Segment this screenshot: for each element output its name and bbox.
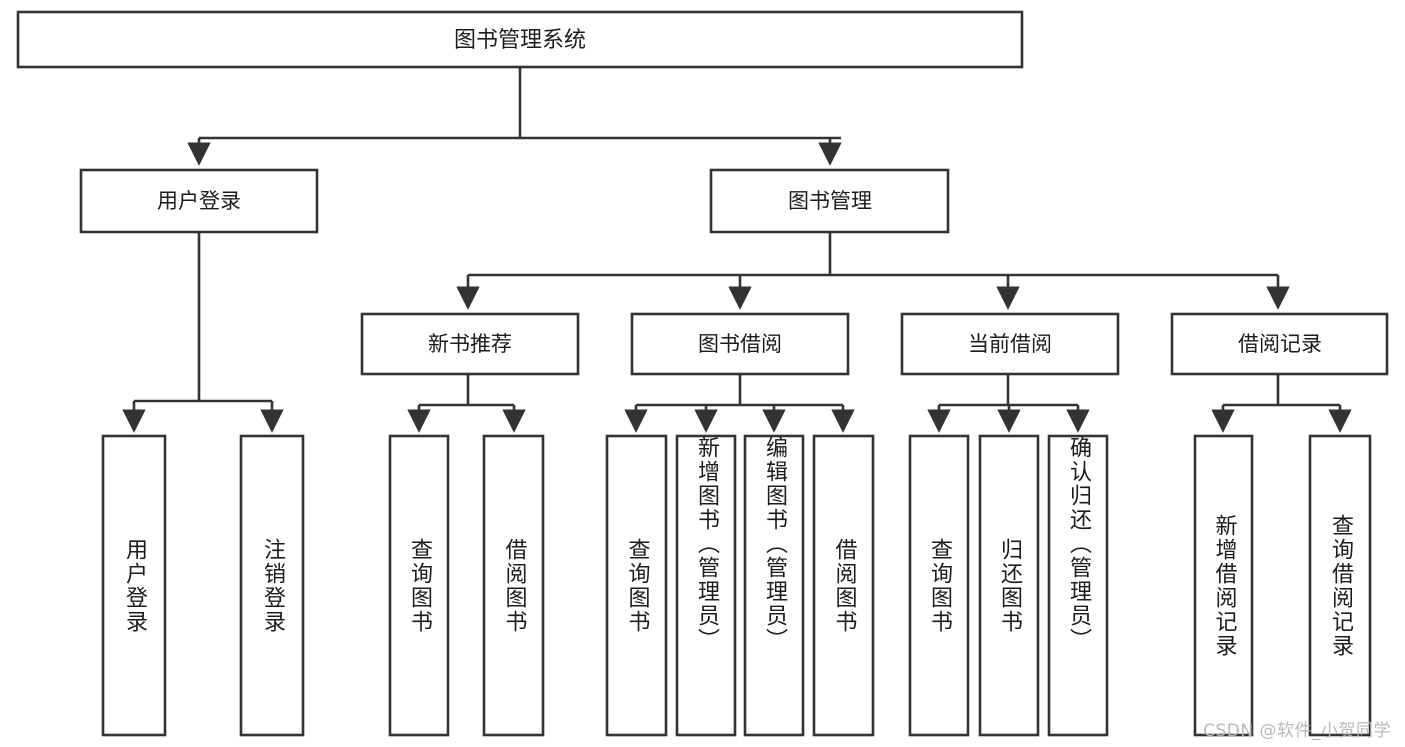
leaf-box-query-book-borrow[interactable] [605,434,668,737]
edge-group-book-mgmt [456,232,1290,310]
leaf-box-group [101,434,1372,737]
node-book-borrow[interactable]: 图书借阅 [630,312,850,376]
leaf-box-user-login[interactable] [101,434,167,737]
node-user-login-box [79,168,319,234]
watermark: CSDN @软件_小贺同学 [1203,721,1391,741]
edge-group-current-borrow [927,374,1090,433]
node-current-borrow[interactable]: 当前借阅 [900,312,1120,376]
node-user-login[interactable]: 用户登录 [79,168,319,234]
node-root-box [16,10,1024,69]
node-new-book-recommend-label: 新书推荐 [428,332,512,356]
leaf-box-return-book[interactable] [978,434,1040,737]
edge-group-root [187,67,842,166]
node-book-management[interactable]: 图书管理 [709,168,950,234]
leaf-box-borrow-book-new[interactable] [482,434,545,737]
node-user-login-label: 用户登录 [157,189,241,213]
edge-group-borrow-records [1211,374,1352,433]
edge-group-new-books [407,374,526,433]
node-book-borrow-box [630,312,850,376]
edge-group-book-borrow [624,374,855,433]
leaf-box-add-borrow-record[interactable] [1193,434,1254,737]
node-book-borrow-label: 图书借阅 [698,332,782,356]
node-root-label: 图书管理系统 [454,28,586,53]
node-current-borrow-label: 当前借阅 [968,332,1052,356]
leaf-box-borrow-book[interactable] [812,434,875,737]
node-current-borrow-box [900,312,1120,376]
node-book-management-box [709,168,950,234]
node-root[interactable]: 图书管理系统 [16,10,1024,69]
node-borrow-records-label: 借阅记录 [1238,332,1322,356]
leaf-box-query-book-current[interactable] [908,434,970,737]
leaf-box-add-book-admin[interactable] [675,434,737,737]
node-new-book-recommend[interactable]: 新书推荐 [360,312,580,376]
leaf-box-query-borrow-record[interactable] [1308,434,1372,737]
node-borrow-records[interactable]: 借阅记录 [1170,312,1389,376]
node-borrow-records-box [1170,312,1389,376]
node-new-book-recommend-box [360,312,580,376]
leaf-box-query-book-new[interactable] [388,434,450,737]
leaf-box-edit-book-admin[interactable] [743,434,805,737]
leaf-box-confirm-return-admin[interactable] [1047,434,1109,737]
leaf-box-logout[interactable] [239,434,305,737]
node-book-management-label: 图书管理 [788,189,872,213]
edge-group-user-login [122,232,284,433]
